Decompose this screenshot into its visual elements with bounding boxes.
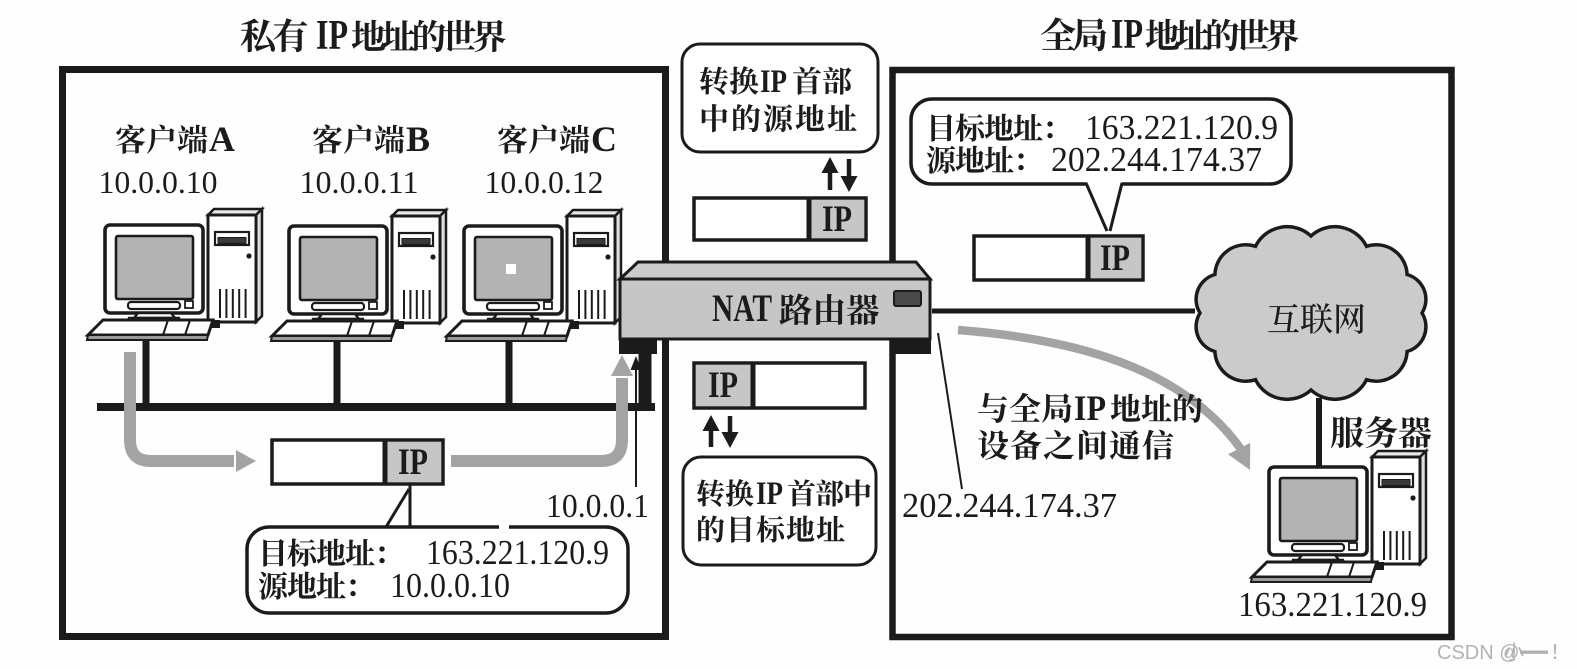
svg-text:163.221.120.9: 163.221.120.9: [426, 533, 609, 572]
svg-text:C: C: [591, 119, 617, 159]
svg-text:B: B: [406, 119, 430, 159]
svg-text:10.0.0.12: 10.0.0.12: [485, 164, 604, 200]
svg-text:IP: IP: [1100, 238, 1130, 279]
svg-text:163.221.120.9: 163.221.120.9: [1085, 108, 1278, 147]
svg-text:163.221.120.9: 163.221.120.9: [1238, 585, 1427, 624]
svg-text:IP: IP: [1111, 12, 1143, 58]
svg-text:IP: IP: [756, 476, 783, 512]
svg-text:IP: IP: [316, 13, 348, 59]
svg-text:IP: IP: [398, 442, 428, 483]
svg-text:IP: IP: [1074, 388, 1106, 428]
svg-text:202.244.174.37: 202.244.174.37: [902, 486, 1117, 525]
svg-text:A: A: [209, 119, 235, 159]
svg-text:10.0.0.10: 10.0.0.10: [390, 566, 510, 605]
svg-text:IP: IP: [760, 64, 787, 100]
svg-text:CSDN @: CSDN @: [1437, 642, 1520, 664]
svg-text:10.0.0.11: 10.0.0.11: [300, 164, 419, 200]
svg-text:NAT: NAT: [712, 287, 772, 330]
svg-text:10.0.0.10: 10.0.0.10: [99, 164, 218, 200]
svg-text:IP: IP: [708, 365, 738, 406]
svg-text:10.0.0.1: 10.0.0.1: [546, 488, 649, 525]
svg-text:202.244.174.37: 202.244.174.37: [1051, 140, 1262, 179]
svg-text:IP: IP: [822, 199, 852, 240]
